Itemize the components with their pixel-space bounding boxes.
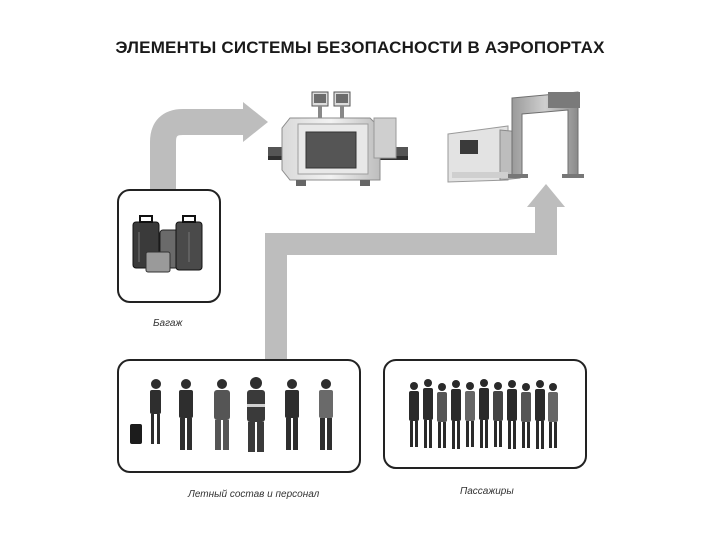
arrow-people-to-gate — [265, 184, 565, 360]
diagram-title: ЭЛЕМЕНТЫ СИСТЕМЫ БЕЗОПАСНОСТИ В АЭРОПОРТ… — [115, 38, 605, 57]
xray-scanner-icon — [268, 91, 408, 186]
arrow-baggage-to-scanner — [150, 102, 268, 190]
walkthrough-gate-icon — [447, 91, 584, 183]
passengers-caption: Пассажиры — [460, 486, 514, 497]
crew-box — [117, 359, 361, 473]
crew-caption: Летный состав и персонал — [188, 489, 320, 500]
crew-figures-icon — [130, 377, 333, 452]
baggage-caption: Багаж — [153, 318, 183, 329]
luggage-icon — [132, 215, 203, 273]
passenger-crowd-icon — [409, 379, 558, 449]
